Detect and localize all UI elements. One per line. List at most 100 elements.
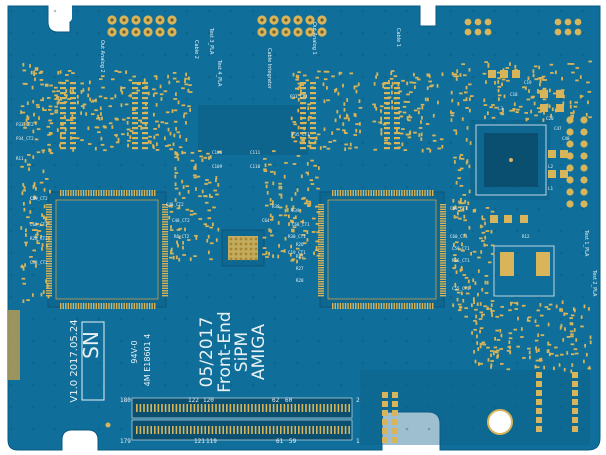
array-pad	[70, 122, 76, 125]
smd-pad	[32, 249, 36, 252]
qfp-pin	[148, 303, 151, 309]
header-hole	[272, 30, 276, 34]
smd-pad	[459, 154, 464, 156]
qfp-pin	[141, 303, 143, 309]
qfp-pin	[62, 303, 64, 309]
smd-pad	[65, 79, 69, 82]
smd-pad	[417, 110, 420, 115]
smd-pad	[452, 303, 455, 308]
smd-pad	[38, 72, 43, 74]
qfp-pin	[65, 190, 67, 196]
smd-pad	[475, 321, 478, 325]
smd-pad	[451, 71, 454, 76]
smd-pad	[573, 105, 578, 108]
smd-pad	[478, 318, 483, 320]
smd-pad	[526, 98, 531, 101]
qfp-pin	[373, 190, 375, 196]
smd-pad	[479, 362, 483, 365]
smd-pad	[513, 108, 515, 112]
smd-pad	[49, 152, 54, 155]
smd-pad	[490, 363, 493, 368]
qfp-pin	[401, 303, 403, 309]
header-pad	[392, 392, 398, 398]
smd-pad	[490, 310, 493, 314]
qfp-pin	[318, 213, 324, 215]
smd-pad	[217, 183, 220, 187]
conn-pin	[179, 404, 181, 412]
smd-pad	[303, 202, 308, 205]
qfp-pin	[108, 190, 110, 196]
smd-pad	[326, 147, 331, 150]
power-pad	[560, 170, 568, 178]
header-pad	[392, 410, 398, 416]
smd-pad	[185, 120, 187, 125]
smd-pad	[183, 112, 188, 115]
smd-pad	[120, 88, 123, 92]
smd-pad	[33, 72, 36, 77]
smd-pad	[452, 242, 455, 247]
smd-pad	[300, 84, 305, 87]
smd-pad	[465, 97, 468, 101]
smd-pad	[413, 109, 418, 112]
conn-label-59: 59	[289, 438, 297, 445]
header-labels: Out Analog 2 Cable 2 Test 3_PLA Test 4_P…	[99, 22, 597, 297]
smd-pad	[534, 339, 539, 342]
smd-pad	[325, 70, 330, 73]
smd-pad	[54, 86, 58, 89]
smd-pad	[457, 101, 460, 106]
smd-pad	[407, 136, 412, 139]
smd-pad	[23, 126, 27, 129]
smd-pad	[542, 98, 547, 101]
qfp-pin	[80, 190, 82, 196]
smd-pad	[175, 80, 180, 83]
qfp-pin	[318, 222, 324, 225]
array-pad	[142, 132, 148, 135]
qfp-pin	[419, 190, 421, 196]
smd-pad	[302, 242, 307, 245]
smd-pad	[426, 74, 431, 77]
conn-pin	[233, 404, 235, 412]
smd-pad	[31, 293, 34, 297]
smd-pad	[483, 104, 488, 106]
smd-pad	[39, 224, 44, 226]
qfp-pin	[440, 250, 446, 253]
smd-pad	[50, 112, 54, 115]
smd-pad	[291, 131, 295, 134]
header-pad	[464, 18, 472, 26]
qfp-pin	[365, 303, 367, 309]
qfp-pin	[373, 303, 375, 309]
smd-pad	[188, 84, 192, 87]
qfp-pin	[318, 220, 324, 222]
smd-pad	[406, 81, 409, 86]
smd-pad	[479, 237, 483, 240]
array-pad	[384, 132, 390, 135]
smd-pad	[114, 117, 119, 120]
smd-pad	[136, 89, 141, 92]
smd-pad	[567, 63, 572, 65]
smd-pad	[509, 350, 512, 355]
smd-pad	[143, 78, 146, 82]
smd-pad	[548, 104, 551, 109]
smd-pad	[41, 243, 44, 247]
smd-pad	[461, 242, 463, 247]
smd-pad	[110, 97, 114, 100]
smd-pad	[296, 259, 298, 264]
conn-pin	[301, 404, 304, 412]
smd-pad	[121, 87, 126, 89]
smd-pad	[569, 322, 574, 325]
smd-pad	[43, 204, 46, 209]
qfp-pin	[362, 190, 365, 196]
smd-pad	[26, 115, 29, 119]
smd-pad	[108, 122, 113, 125]
smd-pad	[82, 103, 87, 106]
qfp-pin	[334, 190, 336, 196]
conn-pin	[265, 426, 268, 434]
smd-pad	[500, 113, 505, 116]
smd-pad	[153, 75, 158, 78]
header-pad	[566, 164, 574, 172]
bga-ball	[254, 237, 258, 241]
smd-pad	[489, 350, 494, 352]
smd-pad	[173, 98, 178, 100]
smd-pad	[121, 90, 124, 95]
smd-pad	[265, 250, 268, 255]
